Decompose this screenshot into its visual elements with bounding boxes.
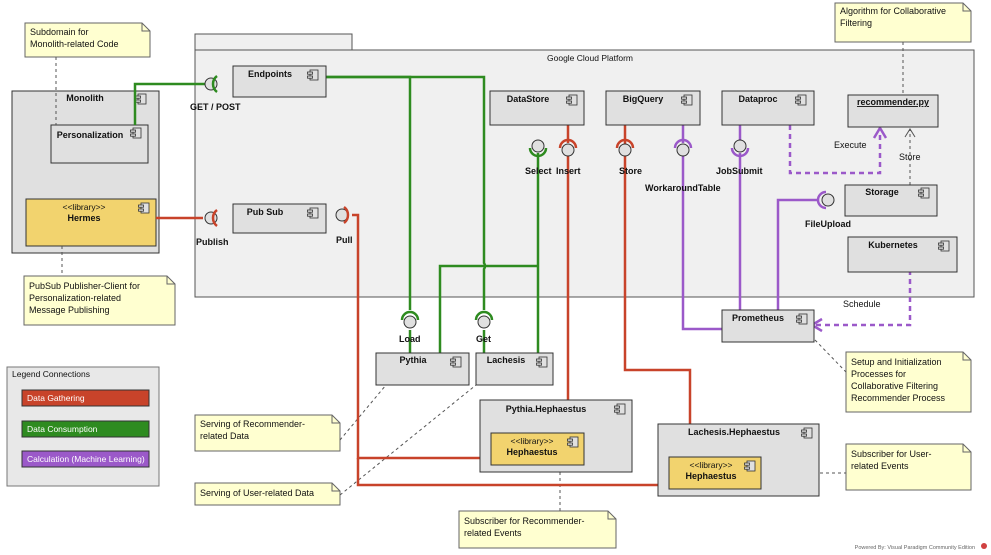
- bigquery-component[interactable]: BigQuery: [605, 90, 701, 126]
- label-store: Store: [899, 152, 921, 162]
- storage-component[interactable]: Storage: [844, 184, 938, 217]
- note-anchors: [55, 42, 904, 511]
- port-jobsubmit[interactable]: [733, 139, 747, 153]
- pythia-hephaestus-label: Pythia.Hephaestus: [506, 404, 587, 414]
- port-labels: GET / POST Publish Pull Select Insert St…: [190, 102, 921, 344]
- footer: Powered By: Visual Paradigm Community Ed…: [855, 543, 987, 551]
- lachesis-label: Lachesis: [487, 355, 526, 365]
- lachesis-component[interactable]: Lachesis: [475, 352, 554, 386]
- endpoints-label: Endpoints: [248, 69, 292, 79]
- recommender-artifact[interactable]: recommender.py: [847, 94, 939, 128]
- legend: Legend Connections Data Gathering Data C…: [6, 366, 160, 487]
- port-select[interactable]: [531, 139, 545, 153]
- legend-item-calculation: Calculation (Machine Learning): [27, 454, 145, 464]
- prometheus-component[interactable]: Prometheus: [721, 309, 815, 343]
- svg-text:Subscriber for Recommender-rel: Subscriber for Recommender-related Event…: [464, 516, 585, 538]
- hermes-label: Hermes: [67, 213, 100, 223]
- prometheus-label: Prometheus: [732, 313, 784, 323]
- pubsub-component[interactable]: Pub Sub: [232, 203, 327, 234]
- bigquery-label: BigQuery: [623, 94, 664, 104]
- legend-swatch-consumption: [21, 420, 150, 438]
- storage-label: Storage: [865, 187, 899, 197]
- kubernetes-label: Kubernetes: [868, 240, 918, 250]
- label-select: Select: [525, 166, 552, 176]
- label-execute: Execute: [834, 140, 867, 150]
- pythia-hephaestus-component[interactable]: Pythia.Hephaestus <<library>> Hephaestus: [479, 399, 633, 473]
- datastore-component[interactable]: DataStore: [489, 90, 585, 126]
- library-stereotype: <<library>>: [690, 460, 733, 470]
- dataproc-label: Dataproc: [738, 94, 777, 104]
- legend-item-gathering: Data Gathering: [27, 393, 85, 403]
- label-fileupload: FileUpload: [805, 219, 851, 229]
- personalization-component[interactable]: Personalization: [50, 124, 149, 164]
- endpoints-component[interactable]: Endpoints: [232, 65, 327, 98]
- svg-text:Serving of Recommender-related: Serving of Recommender-related Data: [200, 419, 305, 441]
- personalization-label: Personalization: [57, 130, 124, 140]
- powered-by-text: Powered By: Visual Paradigm Community Ed…: [855, 545, 975, 551]
- datastore-label: DataStore: [507, 94, 550, 104]
- label-workaroundtable: WorkaroundTable: [645, 183, 721, 193]
- label-get: Get: [476, 334, 491, 344]
- hephaestus-library-label: Hephaestus: [685, 471, 736, 481]
- label-get-post: GET / POST: [190, 102, 241, 112]
- port-store[interactable]: [618, 143, 632, 157]
- pythia-label: Pythia: [399, 355, 427, 365]
- label-insert: Insert: [556, 166, 581, 176]
- hephaestus-library-label: Hephaestus: [506, 447, 557, 457]
- legend-swatch-gathering: [21, 389, 150, 407]
- port-fileupload[interactable]: [821, 193, 835, 207]
- connections-data-gathering: [156, 125, 692, 487]
- legend-swatch-calculation: [21, 450, 150, 468]
- pubsub-label: Pub Sub: [247, 207, 284, 217]
- label-jobsubmit: JobSubmit: [716, 166, 763, 176]
- port-load[interactable]: [403, 315, 417, 329]
- lachesis-hephaestus-component[interactable]: Lachesis.Hephaestus <<library>> Hephaest…: [657, 423, 820, 497]
- vp-logo-icon: [981, 543, 987, 549]
- port-get[interactable]: [477, 315, 491, 329]
- svg-text:Subscriber for User-related Ev: Subscriber for User-related Events: [851, 449, 932, 471]
- recommender-label: recommender.py: [857, 97, 929, 107]
- svg-text:Serving of User-related Data: Serving of User-related Data: [200, 488, 314, 498]
- label-store-datastore: Store: [619, 166, 642, 176]
- label-schedule: Schedule: [843, 299, 881, 309]
- hermes-stereotype: <<library>>: [63, 202, 106, 212]
- lachesis-hephaestus-label: Lachesis.Hephaestus: [688, 427, 780, 437]
- gcp-title: Google Cloud Platform: [547, 53, 633, 63]
- label-publish: Publish: [196, 237, 229, 247]
- library-stereotype: <<library>>: [511, 436, 554, 446]
- pythia-component[interactable]: Pythia: [375, 352, 470, 386]
- port-insert[interactable]: [561, 143, 575, 157]
- label-pull: Pull: [336, 235, 353, 245]
- note-subscriber-recommender: Subscriber for Recommender-related Event…: [458, 510, 617, 549]
- port-workaroundtable[interactable]: [676, 143, 690, 157]
- legend-title: Legend Connections: [12, 369, 90, 379]
- note-serving-user: Serving of User-related Data: [194, 482, 341, 506]
- hermes-library[interactable]: <<library>> Hermes: [25, 198, 157, 247]
- dataproc-component[interactable]: Dataproc: [721, 90, 815, 126]
- interface-ports: [204, 75, 835, 329]
- note-serving-recommender: Serving of Recommender-related Data: [194, 414, 341, 452]
- legend-item-consumption: Data Consumption: [27, 424, 98, 434]
- monolith-title: Monolith: [66, 93, 104, 103]
- label-load: Load: [399, 334, 421, 344]
- note-subscriber-user: Subscriber for User-related Events: [845, 443, 972, 491]
- connections-data-consumption: [133, 75, 540, 353]
- kubernetes-component[interactable]: Kubernetes: [847, 236, 958, 273]
